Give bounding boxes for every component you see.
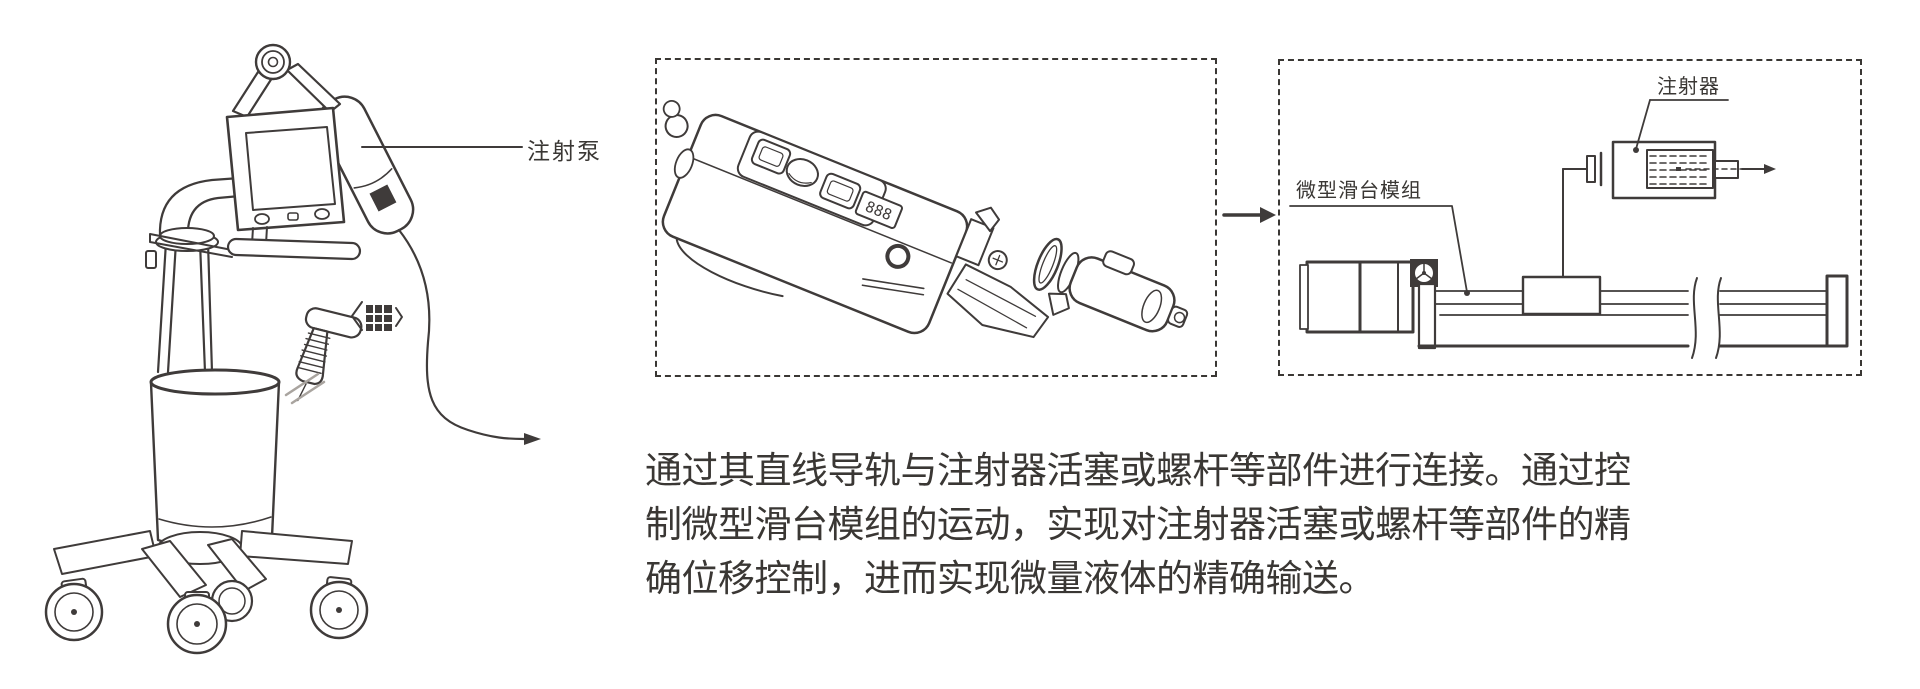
slide-module-label-leader <box>1289 205 1470 296</box>
rail-break-mark <box>1691 277 1698 359</box>
syringe-label-leader <box>1633 99 1729 153</box>
rail-slider-block <box>1521 275 1602 316</box>
slide-module-label: 微型滑台模组 <box>1296 180 1422 202</box>
device-end-knob <box>664 114 689 139</box>
coupling-wheel <box>1410 259 1438 287</box>
syringe-label: 注射器 <box>1657 76 1720 98</box>
barcode-scanner <box>295 307 363 402</box>
caster-wheel <box>309 576 369 640</box>
arm-hinge-knob <box>254 43 292 81</box>
pole-side-button <box>145 250 157 269</box>
caption-line: 确位移控制，进而实现微量液体的精确输送。 <box>645 558 1375 599</box>
qr-code <box>351 301 403 331</box>
cart-monitor <box>225 106 346 232</box>
slide-module-schematic-panel <box>1278 59 1862 376</box>
pump-qr-sticker <box>369 184 397 212</box>
pump-device-illustration: 888 <box>661 100 1189 339</box>
panel-button-left <box>750 138 792 175</box>
monitor-screen <box>245 126 336 211</box>
pump-display <box>854 190 903 229</box>
pump-label: 注射泵 <box>527 138 602 164</box>
device-round-button <box>885 243 911 269</box>
linear-rail <box>1417 274 1849 359</box>
plunger-plate <box>1586 155 1596 183</box>
scanner-beam <box>284 372 326 405</box>
cart-base <box>44 530 369 655</box>
pump-detail-panel <box>655 58 1217 377</box>
caption-line: 制微型滑台模组的运动，实现对注射器活塞或螺杆等部件的精 <box>645 504 1631 545</box>
flow-arrow-icon <box>1260 207 1276 223</box>
cable-arrow-icon <box>524 433 541 445</box>
caster-wheel <box>166 591 228 655</box>
caption-paragraph: 通过其直线导轨与注射器活塞或螺杆等部件进行连接。通过控 制微型滑台模组的运动，实… <box>645 444 1631 606</box>
rail-break-mark <box>1715 277 1722 359</box>
slide-module-schematic <box>1289 99 1849 359</box>
caster-wheel <box>44 577 104 642</box>
output-arrow-icon <box>1764 164 1776 174</box>
pump-cable <box>397 228 541 445</box>
syringe-schematic <box>1562 140 1776 200</box>
flow-arrow <box>1222 207 1276 223</box>
cart-basket <box>149 368 281 550</box>
device-body <box>661 113 969 335</box>
rail-end-block <box>1825 274 1849 348</box>
monitor-arm <box>231 43 342 119</box>
cart-illustration <box>44 43 541 655</box>
cart-pole <box>145 176 242 374</box>
syringe-clamp <box>946 206 1070 339</box>
caption-line: 通过其直线导轨与注射器活塞或螺杆等部件进行连接。通过控 <box>645 450 1631 491</box>
motor-block <box>1299 260 1415 334</box>
cart-handle <box>149 226 362 261</box>
detached-syringe <box>1032 237 1189 333</box>
